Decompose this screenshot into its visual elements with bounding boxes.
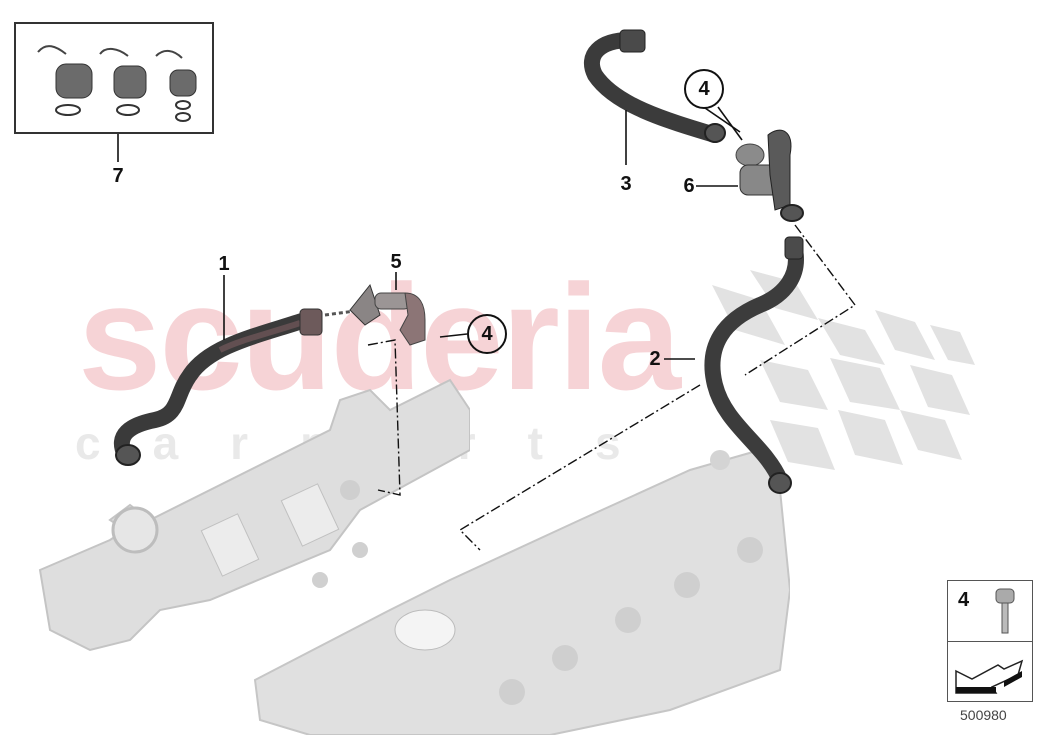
legend-screw-number: 4 xyxy=(958,589,970,611)
callout-3[interactable]: 3 xyxy=(620,173,632,195)
legend-divider xyxy=(948,641,1032,642)
connector-6 xyxy=(735,129,804,222)
callout-1[interactable]: 1 xyxy=(218,253,230,275)
valve-cover-left xyxy=(38,378,470,652)
direction-arrow-icon xyxy=(955,659,1024,694)
callout-4-circled-middle[interactable]: 4 xyxy=(467,314,507,354)
hose-2 xyxy=(704,236,804,494)
legend-box: 4 xyxy=(947,580,1033,702)
repair-kit-box xyxy=(14,22,214,134)
callout-5[interactable]: 5 xyxy=(390,251,402,273)
hose-3 xyxy=(583,29,726,143)
screw-icon xyxy=(995,588,1015,634)
diagram-id: 500980 xyxy=(960,707,1007,723)
callout-7[interactable]: 7 xyxy=(112,165,124,187)
valve-5 xyxy=(324,283,426,346)
callout-6[interactable]: 6 xyxy=(683,175,695,197)
callout-2[interactable]: 2 xyxy=(649,348,661,370)
seal-rings-icon xyxy=(37,45,197,122)
valve-cover-right xyxy=(253,448,790,735)
checkered-flag-watermark xyxy=(712,270,975,470)
hose-1 xyxy=(113,308,323,466)
callout-4-circled-top[interactable]: 4 xyxy=(684,69,724,109)
